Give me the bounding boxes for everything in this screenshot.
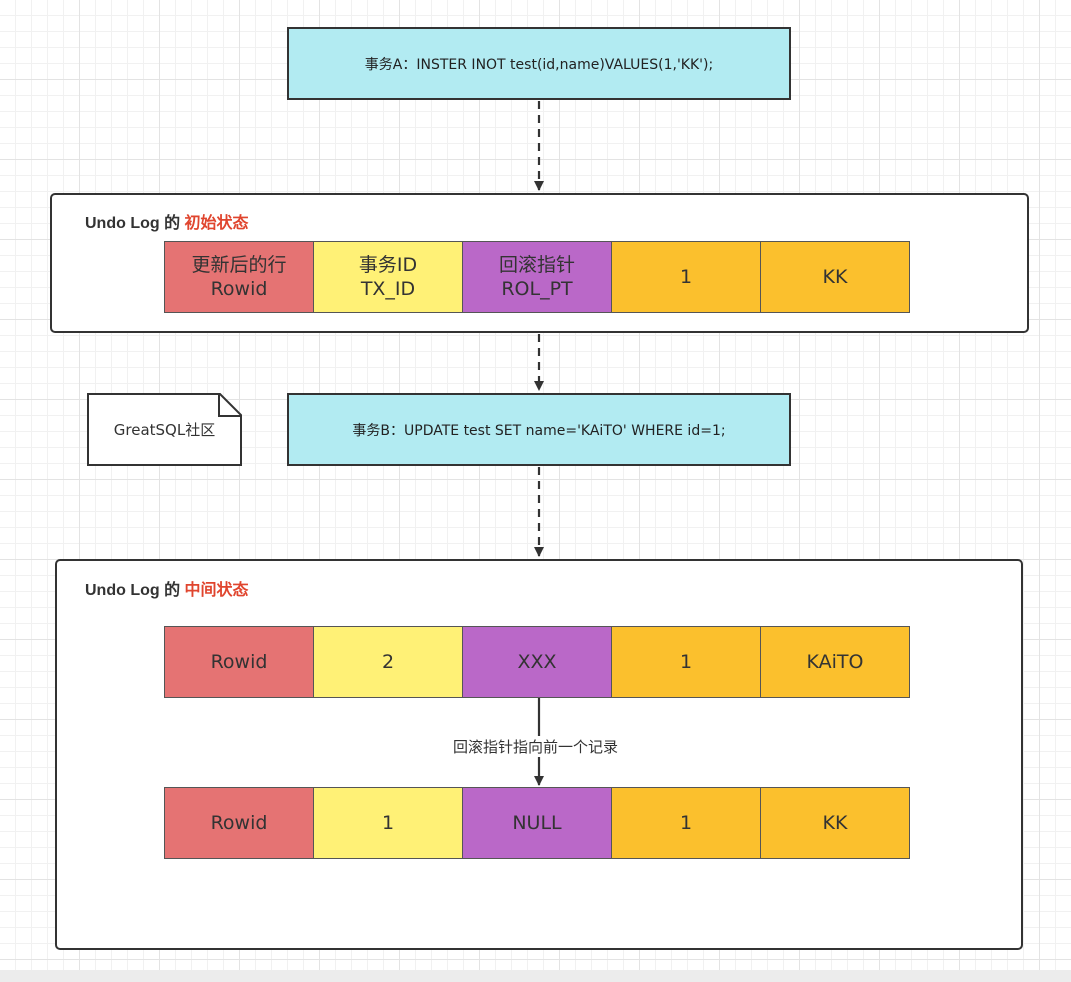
- initial-cell-name-value: KK: [822, 266, 848, 288]
- initial-cell-rolpt-line1: 回滚指针: [498, 254, 575, 276]
- intermediate-title-highlight: 中间状态: [184, 582, 249, 599]
- bottom-scrollbar-track: [0, 970, 1071, 982]
- undo-log-initial-panel: Undo Log 的 初始状态 更新后的行 Rowid 事务ID TX_ID 回…: [50, 193, 1029, 333]
- initial-cell-id: 1: [611, 241, 761, 313]
- initial-cell-rolpt-line2: ROL_PT: [501, 278, 573, 300]
- previous-cell-rolpt: NULL: [462, 787, 612, 859]
- current-cell-rowid: Rowid: [164, 626, 314, 698]
- intermediate-panel-title: Undo Log 的 中间状态: [85, 576, 249, 600]
- previous-cell-name: KK: [760, 787, 910, 859]
- initial-cell-rowid-line2: Rowid: [210, 278, 268, 300]
- initial-cell-name: KK: [760, 241, 910, 313]
- current-cell-txid: 2: [313, 626, 463, 698]
- rollback-pointer-label: 回滚指针指向前一个记录: [451, 736, 621, 757]
- intermediate-title-prefix: Undo Log 的: [85, 582, 181, 599]
- transaction-a-box: 事务A：INSTER INOT test(id,name)VALUES(1,'K…: [287, 27, 791, 100]
- initial-cell-rowid-line1: 更新后的行: [191, 254, 287, 276]
- previous-cell-txid: 1: [313, 787, 463, 859]
- previous-cell-rowid: Rowid: [164, 787, 314, 859]
- initial-row: 更新后的行 Rowid 事务ID TX_ID 回滚指针 ROL_PT 1 KK: [164, 241, 910, 313]
- current-cell-name: KAiTO: [760, 626, 910, 698]
- transaction-a-label: 事务A：INSTER INOT test(id,name)VALUES(1,'K…: [364, 56, 714, 73]
- initial-cell-rolpt: 回滚指针 ROL_PT: [462, 241, 612, 313]
- current-cell-rolpt: XXX: [462, 626, 612, 698]
- transaction-b-box: 事务B：UPDATE test SET name='KAiTO' WHERE i…: [287, 393, 791, 466]
- community-note: GreatSQL社区: [87, 393, 242, 466]
- initial-title-prefix: Undo Log 的: [85, 215, 181, 232]
- initial-panel-title: Undo Log 的 初始状态: [85, 209, 249, 233]
- initial-cell-rowid: 更新后的行 Rowid: [164, 241, 314, 313]
- initial-cell-txid: 事务ID TX_ID: [313, 241, 463, 313]
- initial-cell-txid-line2: TX_ID: [360, 278, 416, 300]
- previous-cell-id: 1: [611, 787, 761, 859]
- current-row: Rowid 2 XXX 1 KAiTO: [164, 626, 910, 698]
- previous-row: Rowid 1 NULL 1 KK: [164, 787, 910, 859]
- initial-cell-id-value: 1: [679, 266, 693, 288]
- community-note-label: GreatSQL社区: [113, 421, 216, 439]
- transaction-b-label: 事务B：UPDATE test SET name='KAiTO' WHERE i…: [352, 422, 726, 439]
- initial-cell-txid-line1: 事务ID: [358, 254, 418, 276]
- initial-title-highlight: 初始状态: [184, 215, 249, 232]
